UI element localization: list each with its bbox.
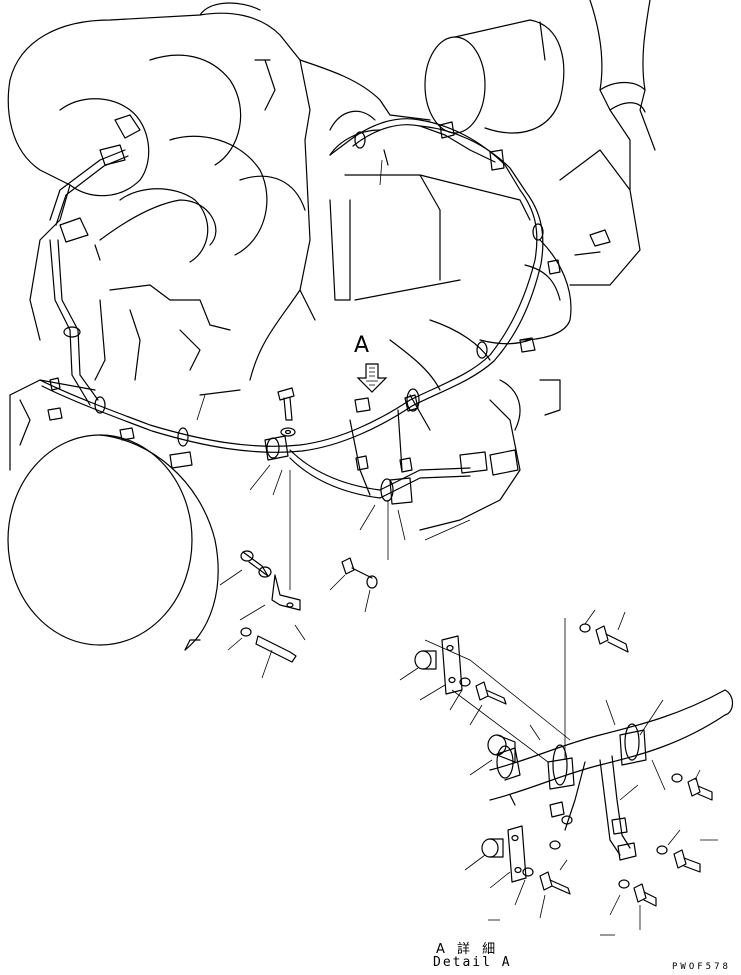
detail-title-japanese: A 詳 細	[436, 942, 500, 957]
flywheel-housing	[7, 399, 219, 651]
harness-clamps	[63, 121, 544, 505]
exhaust-pipe	[559, 0, 656, 286]
lower-exploded-parts	[240, 470, 389, 663]
view-arrow-label: A	[354, 333, 370, 358]
air-cleaner-cylinder	[424, 19, 565, 134]
bolt-washer-top	[277, 387, 296, 437]
engine-outline	[7, 2, 561, 531]
junction-connectors	[47, 259, 561, 476]
main-harness	[39, 114, 572, 499]
drawing-code: PWOF578	[672, 962, 731, 972]
leader-lines-main	[196, 159, 471, 679]
view-a-arrow	[356, 363, 388, 393]
detail-title-english: Detail A	[433, 955, 512, 970]
detail-a-view	[399, 609, 734, 936]
